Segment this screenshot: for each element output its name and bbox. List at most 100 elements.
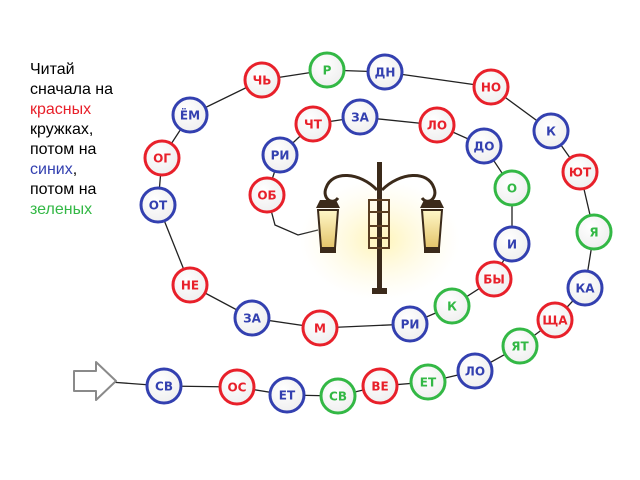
syllable-circle-ring bbox=[171, 96, 209, 134]
syllable-circle-ring bbox=[361, 367, 399, 405]
syllable-circle-ring bbox=[341, 98, 379, 136]
syllable-circle: ОБ bbox=[248, 176, 286, 214]
syllable-circle: ЗА bbox=[341, 98, 379, 136]
syllable-text: ЯТ bbox=[511, 340, 529, 354]
syllable-circle: ЧТ bbox=[294, 105, 332, 143]
syllable-circle: НЕ bbox=[171, 266, 209, 304]
instruction-green-word: зеленых bbox=[30, 201, 93, 218]
syllable-text: ДН bbox=[375, 66, 396, 80]
syllable-text: ЧЬ bbox=[253, 74, 272, 88]
syllable-text: Р bbox=[323, 64, 332, 78]
arrow-right-icon bbox=[73, 361, 117, 401]
syllable-circle-ring bbox=[171, 266, 209, 304]
syllable-text: Я bbox=[589, 226, 598, 240]
syllable-circle: ЁМ bbox=[171, 96, 209, 134]
syllable-text: И bbox=[507, 238, 517, 252]
syllable-circle-ring bbox=[475, 260, 513, 298]
syllable-text: ОГ bbox=[153, 152, 171, 166]
syllable-text: РИ bbox=[271, 149, 290, 163]
syllable-circle: ЩА bbox=[536, 301, 574, 339]
syllable-text: БЫ bbox=[483, 273, 505, 287]
instruction-line: кружках, bbox=[30, 121, 94, 138]
syllable-circle: Я bbox=[575, 213, 613, 251]
syllable-circle-ring bbox=[243, 61, 281, 99]
instruction-line: Читай bbox=[30, 61, 75, 78]
syllable-circle: ЧЬ bbox=[243, 61, 281, 99]
instruction-line: синих, bbox=[30, 160, 150, 180]
syllable-text: ЗА bbox=[243, 312, 262, 326]
street-lamp-icon bbox=[300, 162, 460, 300]
syllable-circle: КА bbox=[566, 269, 604, 307]
syllable-circle: ЗА bbox=[233, 299, 271, 337]
instruction-comma: , bbox=[72, 161, 78, 178]
syllable-circle-ring bbox=[248, 176, 286, 214]
syllable-circle-ring bbox=[465, 127, 503, 165]
syllable-text: ДО bbox=[474, 140, 495, 154]
syllable-circle: ОС bbox=[218, 368, 256, 406]
syllable-circle-ring bbox=[575, 213, 613, 251]
syllable-text: ЛО bbox=[465, 365, 485, 379]
syllable-circle: ЯТ bbox=[501, 327, 539, 365]
syllable-circle: ОТ bbox=[139, 186, 177, 224]
syllable-circle-ring bbox=[566, 269, 604, 307]
syllable-circle-ring bbox=[472, 68, 510, 106]
instructions-text: Читай сначала на красных кружках, потом … bbox=[30, 60, 150, 220]
instruction-line: потом на bbox=[30, 141, 97, 158]
syllable-circle-ring bbox=[493, 169, 531, 207]
syllable-circle: ЕТ bbox=[268, 376, 306, 414]
instruction-line: потом на bbox=[30, 181, 97, 198]
syllable-text: О bbox=[507, 182, 517, 196]
syllable-text: ЕТ bbox=[279, 389, 296, 403]
syllable-circle: ЛО bbox=[418, 106, 456, 144]
syllable-circle-ring bbox=[308, 51, 346, 89]
syllable-circle-ring bbox=[501, 327, 539, 365]
syllable-circle-ring bbox=[366, 53, 404, 91]
syllable-circle: И bbox=[493, 225, 531, 263]
syllable-circle-ring bbox=[532, 112, 570, 150]
syllable-circle: К bbox=[532, 112, 570, 150]
syllable-text: ЧТ bbox=[304, 118, 323, 132]
syllable-text: К bbox=[447, 300, 457, 314]
syllable-circle: СВ bbox=[319, 377, 357, 415]
syllable-circle: НО bbox=[472, 68, 510, 106]
syllable-circle: РИ bbox=[391, 305, 429, 343]
syllable-text: К bbox=[546, 125, 556, 139]
syllable-circle: ЮТ bbox=[561, 153, 599, 191]
syllable-circle: ВЕ bbox=[361, 367, 399, 405]
instruction-line: сначала на bbox=[30, 81, 114, 98]
syllable-text: ЩА bbox=[542, 314, 568, 328]
syllable-circle-ring bbox=[139, 186, 177, 224]
syllable-circle-ring bbox=[143, 139, 181, 177]
syllable-text: НЕ bbox=[181, 279, 199, 293]
syllable-circle-ring bbox=[456, 352, 494, 390]
syllable-circle-ring bbox=[409, 363, 447, 401]
syllable-circle-ring bbox=[268, 376, 306, 414]
syllable-text: ЕТ bbox=[420, 376, 437, 390]
syllable-text: ЮТ bbox=[569, 166, 592, 180]
syllable-circle: РИ bbox=[261, 136, 299, 174]
syllable-circle: ДН bbox=[366, 53, 404, 91]
syllable-circle-ring bbox=[433, 287, 471, 325]
syllable-circle-ring bbox=[294, 105, 332, 143]
syllable-circle: Р bbox=[308, 51, 346, 89]
syllable-circle-ring bbox=[218, 368, 256, 406]
instruction-red-word: красных bbox=[30, 101, 92, 118]
syllable-circle: БЫ bbox=[475, 260, 513, 298]
syllable-text: ЛО bbox=[427, 119, 447, 133]
syllable-circle: О bbox=[493, 169, 531, 207]
syllable-circle: ЛО bbox=[456, 352, 494, 390]
syllable-circle-ring bbox=[301, 309, 339, 347]
syllable-circle: ДО bbox=[465, 127, 503, 165]
syllable-text: ОС bbox=[227, 381, 246, 395]
syllable-circle: М bbox=[301, 309, 339, 347]
syllable-text: ОТ bbox=[149, 199, 168, 213]
syllable-text: НО bbox=[481, 81, 501, 95]
syllable-text: ЁМ bbox=[180, 108, 200, 123]
syllable-text: СВ bbox=[329, 390, 347, 404]
syllable-text: М bbox=[314, 322, 326, 336]
syllable-circle-ring bbox=[418, 106, 456, 144]
syllable-circle: ЕТ bbox=[409, 363, 447, 401]
syllable-text: ВЕ bbox=[371, 380, 388, 394]
syllable-text: СВ bbox=[155, 380, 173, 394]
